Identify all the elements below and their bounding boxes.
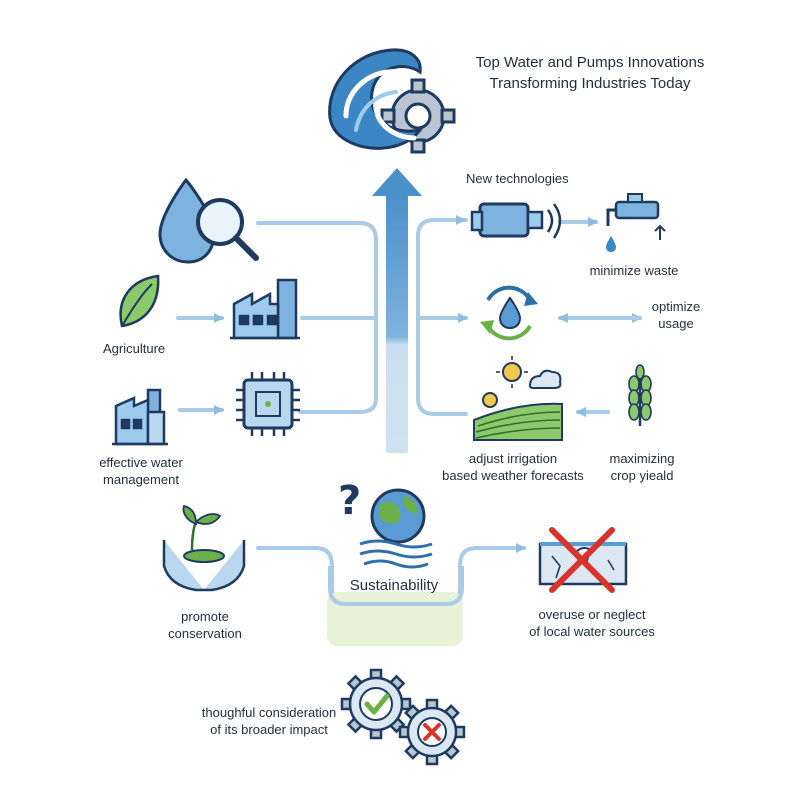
central-up-arrow xyxy=(372,168,422,453)
factory-left-icon xyxy=(112,388,168,446)
leaf-icon xyxy=(119,274,160,328)
overuse-line-2: of local water sources xyxy=(529,624,655,639)
factory-icon xyxy=(230,278,300,340)
thoughtful-consideration-label: thoughful consideration of its broader i… xyxy=(186,704,352,738)
thoughtful-line-1: thoughful consideration xyxy=(201,705,337,720)
water-drop-magnifier-icon xyxy=(158,177,259,264)
maximizing-crop-label: maximizing crop yieald xyxy=(592,450,692,484)
effective-water-line-1: effective water xyxy=(99,455,183,470)
optimize-usage-label: optimize usage xyxy=(626,298,726,332)
new-technologies-label: New technologies xyxy=(466,171,569,186)
page-title: Top Water and Pumps Innovations Transfor… xyxy=(456,52,724,94)
hands-sprout-icon xyxy=(162,504,246,592)
faucet-icon xyxy=(606,193,666,252)
thoughtful-line-2: of its broader impact xyxy=(210,722,328,737)
title-line-1: Top Water and Pumps Innovations xyxy=(475,54,705,71)
right-connectors xyxy=(416,215,642,417)
adjust-irrigation-line-1: adjust irrigation xyxy=(468,451,558,466)
gear-icon xyxy=(380,78,456,154)
wave-gear-logo xyxy=(328,48,456,154)
globe-question-icon: ? xyxy=(338,478,433,569)
svg-text:?: ? xyxy=(338,478,361,524)
gear-check-icon xyxy=(340,668,412,740)
sustainability-label: Sustainability xyxy=(349,577,439,594)
wave-icon xyxy=(328,48,424,150)
promote-conservation-label: promote conservation xyxy=(150,608,260,642)
overuse-neglect-label: overuse or neglect of local water source… xyxy=(512,606,672,640)
optimize-line-1: optimize xyxy=(651,299,701,314)
overuse-line-1: overuse or neglect xyxy=(538,607,646,622)
title-line-2: Transforming Industries Today xyxy=(489,75,691,92)
adjust-irrigation-line-2: based weather forecasts xyxy=(442,468,584,483)
chip-icon xyxy=(236,372,300,436)
maximizing-line-1: maximizing xyxy=(609,451,675,466)
pump-icon xyxy=(470,202,562,239)
promote-line-1: promote xyxy=(181,609,229,624)
left-connectors xyxy=(176,221,378,415)
recycle-drop-icon xyxy=(480,285,538,341)
wheat-icon xyxy=(628,364,652,426)
minimize-waste-label: minimize waste xyxy=(589,263,679,278)
agriculture-label: Agriculture xyxy=(103,341,166,356)
field-weather-icon xyxy=(473,356,563,441)
maximizing-line-2: crop yieald xyxy=(610,468,674,483)
effective-water-label: effective water management xyxy=(76,454,206,488)
dry-ground-crossed-icon xyxy=(538,527,628,593)
effective-water-line-2: management xyxy=(103,472,179,487)
gear-cross-icon xyxy=(398,698,466,766)
adjust-irrigation-label: adjust irrigation based weather forecast… xyxy=(432,450,594,484)
promote-line-2: conservation xyxy=(168,626,242,641)
optimize-line-2: usage xyxy=(658,316,694,331)
sustainability-panel xyxy=(327,592,463,646)
